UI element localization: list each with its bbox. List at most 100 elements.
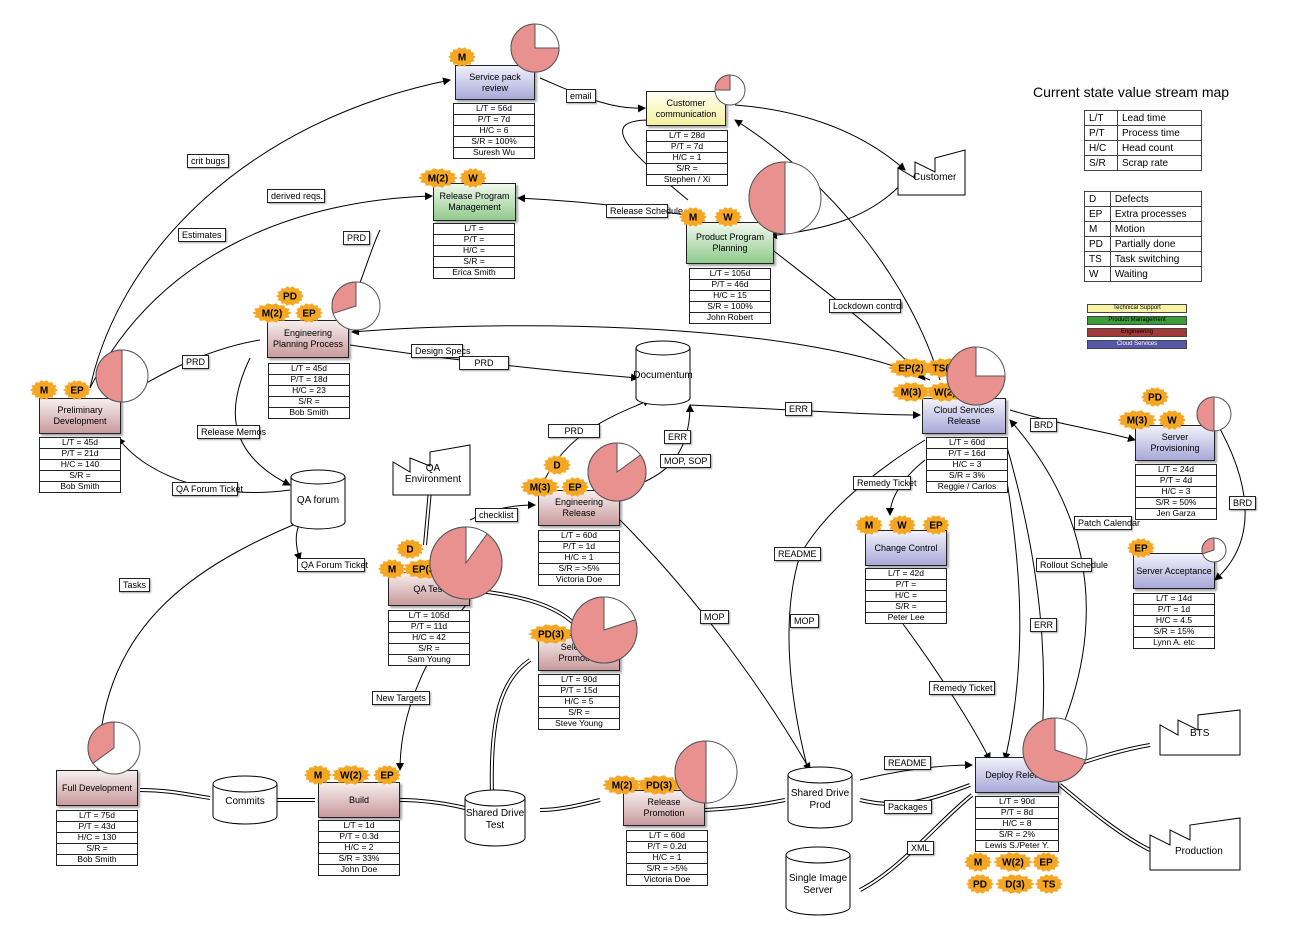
pie-chart-qa_test — [429, 526, 503, 600]
waste-burst-server_prov: PD — [1141, 387, 1169, 407]
waste-burst-cloud_release: M(3) — [891, 382, 931, 402]
waste-burst-label: M(2) — [428, 174, 449, 185]
waste-burst-change_control: M — [855, 515, 883, 535]
pie-slice — [587, 442, 647, 502]
flow-label-release-schedule: Release Schedule — [606, 204, 683, 218]
waste-burst-shape — [993, 852, 1033, 872]
waste-burst-shape — [679, 207, 707, 227]
waste-burst-label: M — [974, 858, 982, 869]
process-cloud-services-release[interactable]: Cloud Services Release — [922, 398, 1006, 434]
pie-chart-customer_comm — [714, 74, 746, 106]
waste-burst-change_control: W — [888, 515, 916, 535]
process-full-development[interactable]: Full Development — [56, 770, 138, 806]
pie-slice — [1022, 717, 1087, 783]
process-service-pack-review[interactable]: Service pack review — [455, 65, 535, 100]
waste-burst-eng_planning: PD — [276, 286, 304, 306]
waste-burst-shape — [396, 539, 424, 559]
data-release-program-management: L/T =P/T =H/C =S/R =Erica Smith — [433, 223, 515, 279]
flow-label-xml: XML — [907, 841, 934, 855]
waste-burst-shape — [714, 207, 742, 227]
flow-label-patch-calendar: Patch Calendar — [1074, 516, 1140, 530]
process-build[interactable]: Build — [318, 782, 400, 818]
store-documentum: Documentum — [633, 370, 693, 381]
pie-chart-selective_promo — [570, 596, 638, 664]
factory-bts-icon — [1159, 709, 1241, 756]
flow-label-tasks: Tasks — [119, 578, 151, 592]
waste-burst-label: W — [468, 174, 478, 185]
process-customer-communication[interactable]: Customer communication — [646, 91, 726, 126]
waste-burst-deploy: PD — [966, 874, 994, 894]
waste-burst-eng_planning: EP — [295, 303, 323, 323]
pie-slice — [95, 349, 123, 403]
pie-chart-cloud_release — [946, 346, 1006, 406]
flow-label-err-3: ERR — [1030, 618, 1058, 632]
pie-slice — [674, 740, 707, 804]
waste-burst-shape — [373, 765, 401, 785]
waste-burst-shape — [1032, 852, 1060, 872]
waste-burst-label: EP — [1039, 858, 1053, 869]
waste-burst-shape — [378, 559, 406, 579]
waste-burst-label: EP — [1134, 544, 1148, 555]
pie-chart-eng_planning — [331, 281, 381, 331]
waste-burst-build: EP — [373, 765, 401, 785]
waste-burst-change_control: EP — [922, 515, 950, 535]
flow-label-prd-4: PRD — [548, 424, 600, 438]
waste-burst-label: EP(3) — [412, 565, 438, 576]
flow-label-brd-1: BRD — [1030, 418, 1058, 432]
waste-burst-shape — [520, 477, 560, 497]
cylinder-qa-forum — [290, 477, 346, 530]
waste-burst-eng_release: D — [543, 455, 571, 475]
waste-burst-release_promo: M(2) — [602, 775, 642, 795]
pie-chart-prelim_dev — [95, 349, 149, 403]
waste-burst-shape — [543, 455, 571, 475]
process-preliminary-development[interactable]: Preliminary Development — [39, 398, 121, 434]
external-bts: BTS — [1190, 728, 1210, 739]
waste-burst-shape — [1158, 410, 1186, 430]
waste-burst-shape — [30, 380, 58, 400]
waste-burst-eng_planning: M(2) — [252, 303, 292, 323]
flow-label-err-1: ERR — [785, 402, 813, 416]
flow-label-readme-1: README — [774, 547, 821, 561]
waste-burst-service_pack: M — [448, 47, 476, 67]
waste-burst-label: EP — [929, 521, 943, 532]
waste-burst-shape — [331, 765, 371, 785]
waste-burst-shape — [1127, 538, 1155, 558]
waste-burst-label: W(2) — [934, 388, 956, 399]
process-product-program-planning[interactable]: Product Program Planning — [686, 222, 774, 264]
waste-burst-prelim_dev: M — [30, 380, 58, 400]
waste-burst-deploy: M — [964, 852, 992, 872]
process-change-control[interactable]: Change Control — [865, 530, 947, 566]
process-server-acceptance[interactable]: Server Acceptance — [1133, 553, 1215, 589]
process-server-provisioning[interactable]: Server Provisioning — [1135, 425, 1215, 461]
waste-burst-shape — [304, 765, 332, 785]
pie-slice — [510, 23, 560, 73]
waste-burst-label: EP — [380, 771, 394, 782]
waste-burst-build: W(2) — [331, 765, 371, 785]
waste-burst-label: M — [40, 386, 48, 397]
waste-burst-shape — [459, 168, 487, 188]
pie-slice — [570, 596, 638, 664]
waste-burst-selective_promo: PD(3) — [527, 624, 575, 644]
waste-burst-shape — [966, 874, 994, 894]
waste-burst-shape — [63, 380, 91, 400]
waste-burst-prelim_dev: EP — [63, 380, 91, 400]
process-release-program-management[interactable]: Release Program Management — [433, 183, 516, 221]
pie-slice — [946, 346, 1006, 406]
color-key-cloud-services: Cloud Services — [1087, 340, 1187, 349]
waste-burst-product_pp: M — [679, 207, 707, 227]
flow-label-qa-forum-ticket-2: QA Forum Ticket — [297, 558, 368, 572]
pie-slice — [429, 526, 503, 600]
process-engineering-planning[interactable]: Engineering Planning Process — [267, 320, 349, 358]
external-production: Production — [1175, 846, 1223, 857]
factory-customer-icon — [897, 149, 966, 196]
store-shared-drive-test: Shared Drive Test — [465, 808, 525, 831]
waste-burst-server_prov: W — [1158, 410, 1186, 430]
flow-label-qa-forum-ticket-1: QA Forum Ticket — [172, 482, 243, 496]
